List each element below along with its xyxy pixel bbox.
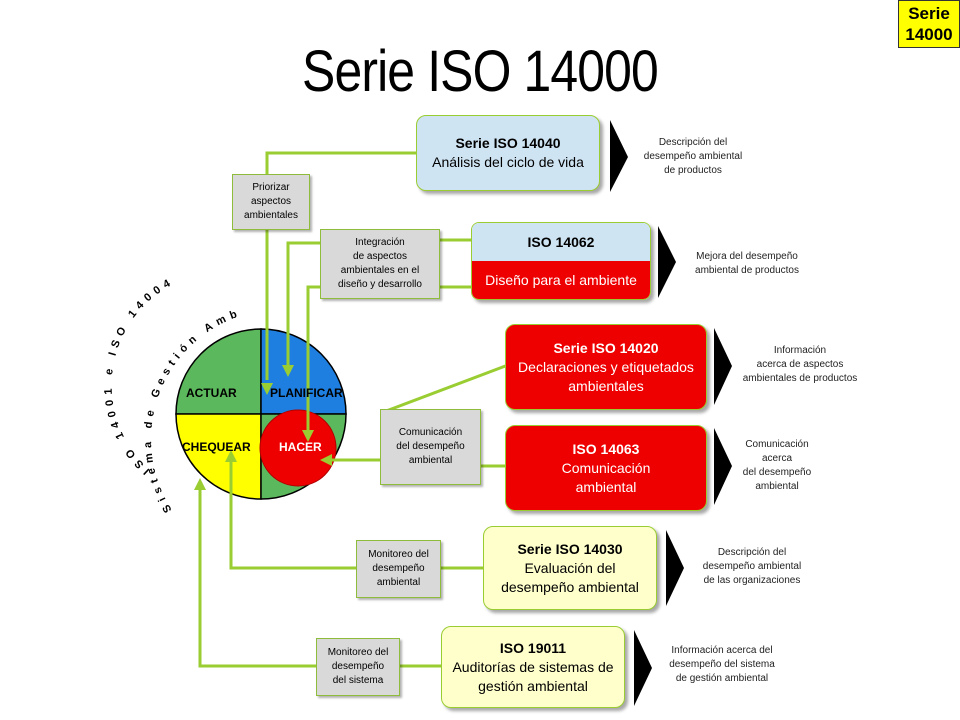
- standard-19011: ISO 19011 Auditorías de sistemas de gest…: [441, 626, 625, 708]
- desc-line: acerca: [761, 453, 792, 464]
- standard-code: ISO 14063: [572, 440, 640, 457]
- link-line: diseño y desarrollo: [338, 279, 422, 290]
- link-line: desempeño: [331, 661, 385, 672]
- badge-line-2: 14000: [905, 25, 953, 44]
- connector-arrows: [194, 365, 332, 490]
- chevron-icon: [714, 328, 732, 405]
- actuar-label: ACTUAR: [186, 386, 237, 400]
- standard-name: Evaluación del desempeño ambiental: [501, 559, 639, 595]
- desc-line: Información acerca del: [671, 645, 773, 656]
- standard-name: Análisis del ciclo de vida: [432, 154, 584, 170]
- desc-line: ambientales de productos: [742, 373, 858, 384]
- link-monitoreo-desempeno: Monitoreo del desempeño ambiental: [356, 540, 441, 598]
- link-line: desempeño: [372, 563, 425, 574]
- chevron-icon: [634, 630, 652, 706]
- link-line: ambiental: [408, 455, 453, 466]
- hacer-highlight: [259, 409, 337, 487]
- desc-line: de productos: [664, 165, 722, 176]
- connector-lines: [198, 151, 509, 668]
- desc-line: Comunicación: [745, 439, 809, 450]
- link-line: Integración: [355, 237, 405, 248]
- link-line: ambientales: [244, 210, 298, 221]
- page-title: Serie ISO 14000: [302, 39, 659, 104]
- actuar-quadrant: [175, 328, 262, 415]
- desc-line: ambiental de productos: [695, 265, 799, 276]
- standard-code: Serie ISO 14030: [517, 540, 623, 557]
- desc-line: Información: [773, 345, 827, 356]
- standard-name: Diseño para el ambiente: [472, 261, 650, 299]
- desc-line: desempeño del sistema: [669, 659, 775, 670]
- standard-code: Serie ISO 14040: [455, 135, 561, 151]
- chevron-icon: [666, 530, 684, 606]
- desc-line: del desempeño: [742, 467, 812, 478]
- desc-line: desempeño ambiental: [702, 561, 802, 572]
- link-integracion: Integración de aspectos ambientales en e…: [320, 229, 440, 299]
- description-14020: Información acerca de aspectos ambiental…: [735, 344, 865, 386]
- pdca-circle: [175, 328, 347, 500]
- link-line: aspectos: [250, 196, 292, 207]
- link-line: Monitoreo del: [327, 647, 389, 658]
- desc-line: de las organizaciones: [703, 575, 801, 586]
- standard-name: Auditorías de sistemas de gestión ambien…: [452, 658, 614, 694]
- standard-14040: Serie ISO 14040 Análisis del ciclo de vi…: [416, 115, 600, 191]
- link-priorizar: Priorizar aspectos ambientales: [232, 174, 310, 230]
- description-14063: Comunicación acerca del desempeño ambien…: [736, 438, 818, 494]
- desc-line: Mejora del desempeño: [696, 251, 798, 262]
- standard-code: ISO 14062: [472, 223, 650, 261]
- standard-14030: Serie ISO 14030 Evaluación del desempeño…: [483, 526, 657, 610]
- chevron-icon: [658, 226, 676, 298]
- desc-line: Descripción del: [658, 137, 728, 148]
- standard-14062: ISO 14062 Diseño para el ambiente: [471, 222, 651, 300]
- link-line: Monitoreo del: [368, 549, 429, 560]
- link-monitoreo-sistema: Monitoreo del desempeño del sistema: [316, 638, 400, 696]
- planificar-label: PLANIFICAR: [270, 386, 343, 400]
- desc-line: de gestión ambiental: [675, 673, 769, 684]
- link-line: ambientales en el: [340, 265, 420, 276]
- chevron-icon: [610, 120, 628, 192]
- standard-code: ISO 19011: [499, 639, 567, 656]
- link-line: del sistema: [332, 675, 384, 686]
- description-14030: Descripción del desempeño ambiental de l…: [692, 546, 812, 588]
- badge-line-1: Serie: [908, 4, 950, 23]
- standard-code: Serie ISO 14020: [553, 339, 659, 356]
- link-line: de aspectos: [353, 251, 407, 262]
- link-comunicacion: Comunicación del desempeño ambiental: [380, 409, 481, 485]
- series-badge: Serie 14000: [898, 0, 960, 48]
- hacer-label: HACER: [279, 440, 322, 454]
- description-14040: Descripción del desempeño ambiental de p…: [633, 136, 753, 178]
- description-19011: Información acerca del desempeño del sis…: [660, 644, 784, 686]
- chequear-label: CHEQUEAR: [182, 440, 251, 454]
- standard-name: Declaraciones y etiquetados ambientales: [518, 358, 694, 394]
- desc-line: acerca de aspectos: [756, 359, 844, 370]
- description-14062: Mejora del desempeño ambiental de produc…: [682, 250, 812, 278]
- chevron-icon: [714, 428, 732, 505]
- desc-line: desempeño ambiental: [643, 151, 743, 162]
- standard-14063: ISO 14063 Comunicación ambiental: [505, 425, 707, 511]
- chequear-quadrant: [175, 413, 262, 500]
- link-line: del desempeño: [396, 441, 465, 452]
- desc-line: ambiental: [755, 481, 799, 492]
- link-line: ambiental: [376, 577, 421, 588]
- planificar-quadrant: [260, 328, 347, 415]
- link-line: Priorizar: [252, 182, 290, 193]
- standard-name: Comunicación ambiental: [561, 459, 651, 495]
- link-line: Comunicación: [398, 427, 463, 438]
- standard-14020: Serie ISO 14020 Declaraciones y etiqueta…: [505, 324, 707, 410]
- desc-line: Descripción del: [717, 547, 787, 558]
